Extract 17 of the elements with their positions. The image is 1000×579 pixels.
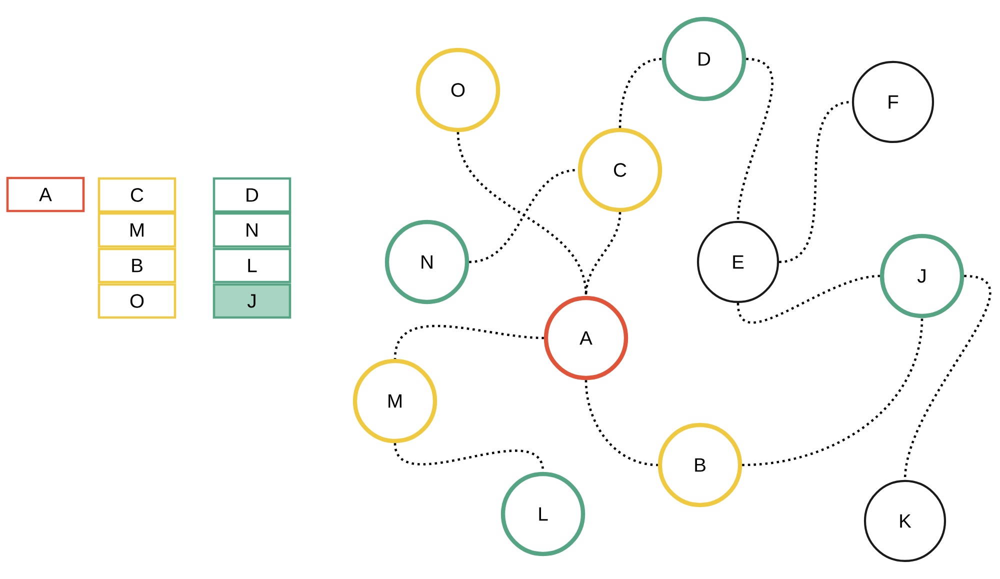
letter-box: D [212,177,292,213]
letter-box: A [6,176,85,212]
letter-box: L [212,248,292,284]
dotted-connector [736,274,880,324]
dotted-connector [742,318,924,466]
letter-box: B [98,248,176,284]
dotted-connector [584,380,658,466]
letter-box: M [98,212,176,248]
letter-box: N [212,212,292,248]
dotted-connector [584,212,622,296]
letter-box: C [98,177,176,213]
letter-box: O [98,283,176,319]
dotted-connector [394,324,544,360]
dotted-connector [456,132,588,296]
dotted-connector [736,58,774,222]
dotted-connector [618,58,662,128]
letter-box: J [212,283,292,319]
